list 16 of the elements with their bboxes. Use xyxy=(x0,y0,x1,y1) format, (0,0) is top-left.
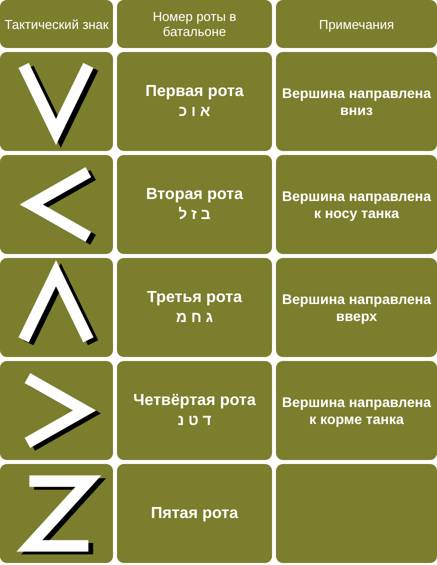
column-header: Номер роты в батальоне xyxy=(152,9,238,39)
company-name: Третья рота xyxy=(147,288,242,308)
hebrew-letters: א ו כ xyxy=(178,102,210,121)
company-name: Пятая рота xyxy=(150,504,238,524)
company-name: Вторая рота xyxy=(146,185,244,205)
note-text: Вершина направлена к корме танка xyxy=(280,394,432,428)
column-header: Примечания xyxy=(318,16,394,32)
hebrew-letters: ג ח מ xyxy=(176,308,213,327)
note-text: Вершина направлена вверх xyxy=(280,290,432,324)
column-header: Тактический знак xyxy=(4,16,109,32)
company-name: Четвёртая рота xyxy=(133,391,256,411)
hebrew-letters: ד ט נ xyxy=(178,411,212,430)
note-text: Вершина направлена вниз xyxy=(280,84,432,118)
hebrew-letters: ב ז ל xyxy=(178,205,210,224)
note-text: Вершина направлена к носу танка xyxy=(280,188,432,222)
company-name: Первая рота xyxy=(145,82,244,102)
